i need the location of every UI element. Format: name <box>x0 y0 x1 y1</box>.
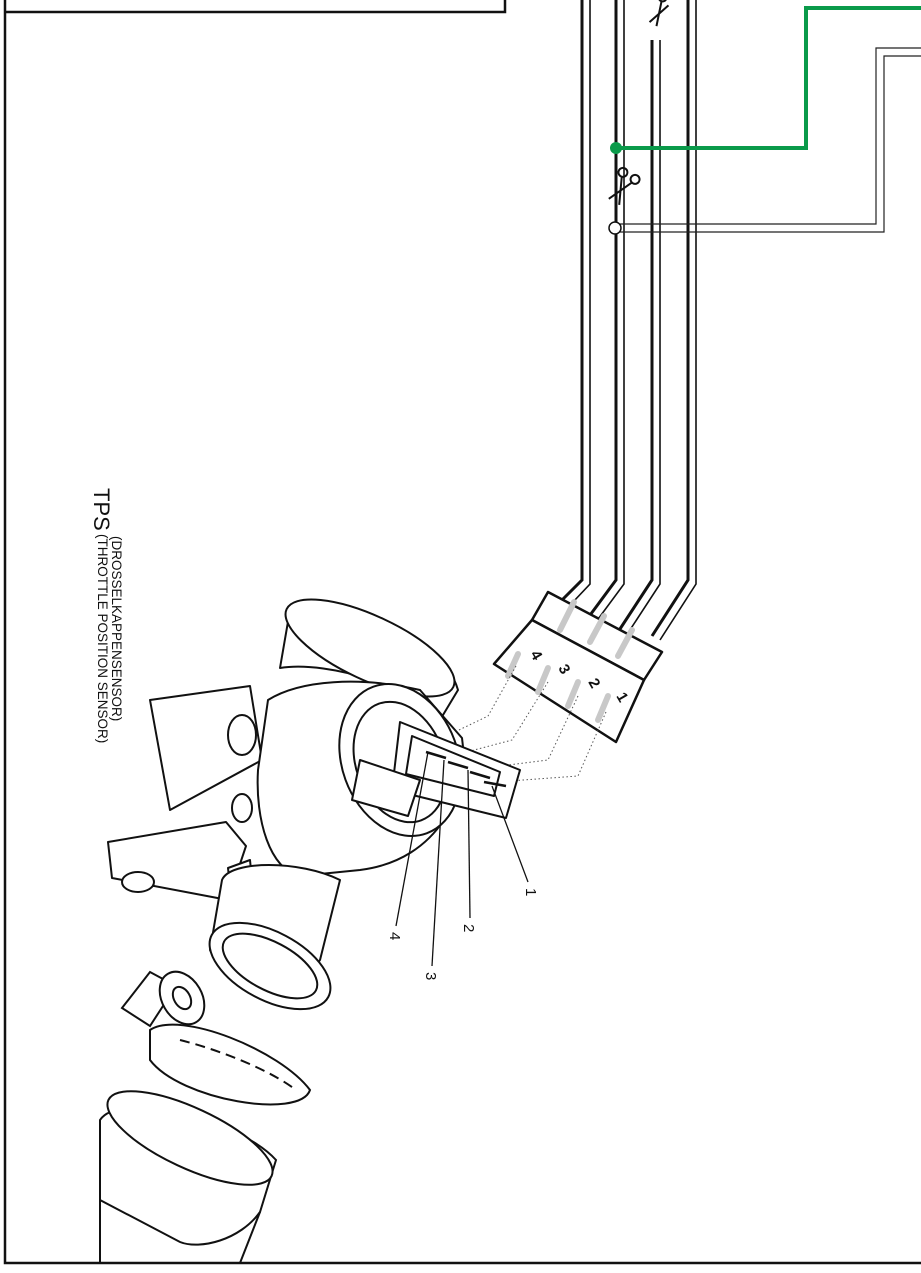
pin-callout-leaders <box>395 751 529 967</box>
connector-pin-marks <box>505 599 635 723</box>
throttle-body-illustration <box>107 598 521 1011</box>
sensor-label: TPS (THROTTLE POSITION SENSOR) (DROSSELK… <box>89 488 124 743</box>
splice-open-icon <box>608 221 622 235</box>
thin-wire <box>608 47 921 235</box>
wire-1 <box>650 0 690 637</box>
signal-wire <box>610 6 921 154</box>
wire-3 <box>580 0 618 627</box>
wire-harness-inner <box>555 0 697 641</box>
wire-harness <box>546 0 690 637</box>
pin-callout-1: 1 <box>522 888 539 896</box>
pin-callout-4: 4 <box>386 932 403 940</box>
pin-callout-3: 3 <box>422 972 439 980</box>
scissors-icon <box>608 166 641 205</box>
sensor-desc-en: (THROTTLE POSITION SENSOR) <box>95 534 110 743</box>
pin-callouts: 1 2 3 4 <box>386 888 539 980</box>
hose-clamp-illustration <box>120 970 312 1106</box>
page-frame <box>3 0 921 1265</box>
wire-4 <box>546 0 584 616</box>
sensor-title: TPS <box>89 488 114 531</box>
hose-illustration <box>99 1090 278 1264</box>
harness-connector <box>492 590 664 744</box>
pin-callout-2: 2 <box>460 924 477 932</box>
scissors-icon <box>648 0 670 27</box>
sensor-desc-de: (DROSSELKAPPENSENSOR) <box>109 536 124 721</box>
wire-2 <box>616 40 654 633</box>
splice-filled-icon <box>610 142 622 154</box>
